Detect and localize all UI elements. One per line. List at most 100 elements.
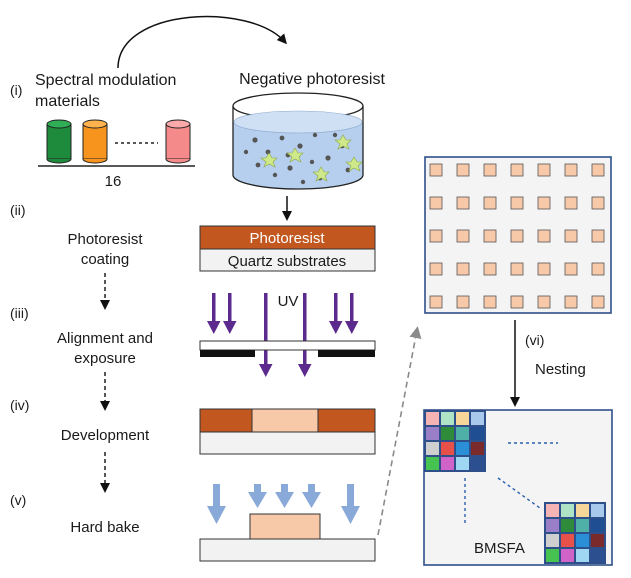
- pixel-cell: [564, 229, 578, 243]
- pixel-cell: [456, 163, 470, 177]
- material-can-orange: [82, 119, 108, 164]
- hard-bake-label: Hard bake: [70, 519, 139, 536]
- mosaic-filter-cell: [561, 534, 574, 547]
- mosaic-filter-cell: [471, 427, 484, 440]
- pixel-cell: [483, 196, 497, 210]
- pixel-cell: [510, 196, 524, 210]
- development-label: Development: [61, 427, 150, 444]
- mosaic-filter-cell: [576, 549, 589, 562]
- pixel-cell: [429, 229, 443, 243]
- bmsfa-frame: [423, 409, 613, 566]
- mosaic-filter-cell: [456, 412, 469, 425]
- pixel-cell: [537, 163, 551, 177]
- pixel-cell: [483, 262, 497, 276]
- coating-stack: [199, 225, 376, 272]
- uv-arrows: [207, 293, 359, 377]
- pixel-cell: [429, 196, 443, 210]
- pixel-cell: [429, 163, 443, 177]
- coating-label-line2: coating: [81, 251, 129, 268]
- pixel-cell: [537, 196, 551, 210]
- mosaic-filter-cell: [546, 519, 559, 532]
- bmsfa-label: BMSFA: [474, 540, 525, 557]
- mosaic-filter-cell: [471, 442, 484, 455]
- pixel-cell: [591, 295, 605, 309]
- pixel-cell: [564, 163, 578, 177]
- materials-label-line2: materials: [35, 93, 100, 110]
- alignment-label-line1: Alignment and: [57, 330, 153, 347]
- pixel-cell: [564, 262, 578, 276]
- mosaic-filter-cell: [561, 504, 574, 517]
- pixel-cell: [591, 196, 605, 210]
- hard-bake-stack: [199, 513, 376, 562]
- mosaic-filter-cell: [591, 504, 604, 517]
- pixel-cell: [510, 163, 524, 177]
- materials-count: 16: [105, 173, 122, 190]
- mosaic-filter-cell: [441, 457, 454, 470]
- photoresist-layer-label: Photoresist: [249, 230, 325, 247]
- mosaic-filter-cell: [441, 442, 454, 455]
- quartz-layer-label: Quartz substrates: [228, 253, 346, 270]
- material-can-pink: [165, 119, 191, 164]
- materials-label-line1: Spectral modulation: [35, 72, 176, 89]
- pixel-cell: [591, 262, 605, 276]
- pixel-cell: [564, 196, 578, 210]
- mosaic-filter-cell: [441, 412, 454, 425]
- pixel-cell: [456, 196, 470, 210]
- gray-dashed-arrow: [377, 326, 422, 536]
- pixel-cell: [456, 229, 470, 243]
- step-label-ii: (ii): [10, 202, 26, 218]
- material-can-green: [46, 119, 72, 164]
- mosaic-filter-cell: [441, 427, 454, 440]
- development-stack: [199, 408, 376, 455]
- alignment-label-line2: exposure: [74, 350, 136, 367]
- step-label-v: (v): [10, 492, 26, 508]
- mosaic-filter-cell: [471, 457, 484, 470]
- mosaic-filter-cell: [561, 519, 574, 532]
- curved-arrow: [117, 15, 287, 69]
- uv-label: UV: [278, 293, 299, 310]
- mosaic-filter-cell: [591, 549, 604, 562]
- mosaic-filter-cell: [426, 412, 439, 425]
- pixel-cell: [510, 229, 524, 243]
- pixel-cell: [483, 295, 497, 309]
- photoresist-beaker: [232, 92, 364, 190]
- mosaic-filter-cell: [471, 412, 484, 425]
- mosaic-bottom-right: [544, 502, 606, 564]
- pixel-cell: [564, 295, 578, 309]
- step-label-iii: (iii): [10, 305, 29, 321]
- mosaic-filter-cell: [426, 427, 439, 440]
- pixel-cell: [537, 295, 551, 309]
- pixel-cell: [537, 262, 551, 276]
- mosaic-filter-cell: [546, 504, 559, 517]
- pixel-cell: [591, 163, 605, 177]
- pixel-cell: [429, 262, 443, 276]
- mosaic-filter-cell: [426, 457, 439, 470]
- nesting-label: Nesting: [535, 361, 586, 378]
- mosaic-filter-cell: [591, 519, 604, 532]
- pixel-cell: [510, 262, 524, 276]
- mosaic-filter-cell: [576, 504, 589, 517]
- mosaic-filter-cell: [576, 519, 589, 532]
- pixel-cell: [429, 295, 443, 309]
- bake-arrows: [207, 484, 360, 524]
- mosaic-filter-cell: [561, 549, 574, 562]
- mosaic-filter-cell: [546, 534, 559, 547]
- mosaic-filter-cell: [426, 442, 439, 455]
- mosaic-filter-cell: [576, 534, 589, 547]
- pixel-cell: [456, 295, 470, 309]
- step-label-iv: (iv): [10, 397, 29, 413]
- pixel-cell: [456, 262, 470, 276]
- pixel-cell: [510, 295, 524, 309]
- pixel-cell: [537, 229, 551, 243]
- photomask: [199, 340, 376, 357]
- step-label-i: (i): [10, 82, 22, 98]
- mosaic-top-left: [424, 410, 486, 472]
- pixel-cell: [483, 229, 497, 243]
- mosaic-filter-cell: [456, 427, 469, 440]
- pixel-array: [424, 156, 612, 314]
- negative-photoresist-label: Negative photoresist: [239, 71, 385, 88]
- step-label-vi: (vi): [525, 332, 544, 348]
- mosaic-filter-cell: [591, 534, 604, 547]
- mosaic-filter-cell: [546, 549, 559, 562]
- pixel-cell: [591, 229, 605, 243]
